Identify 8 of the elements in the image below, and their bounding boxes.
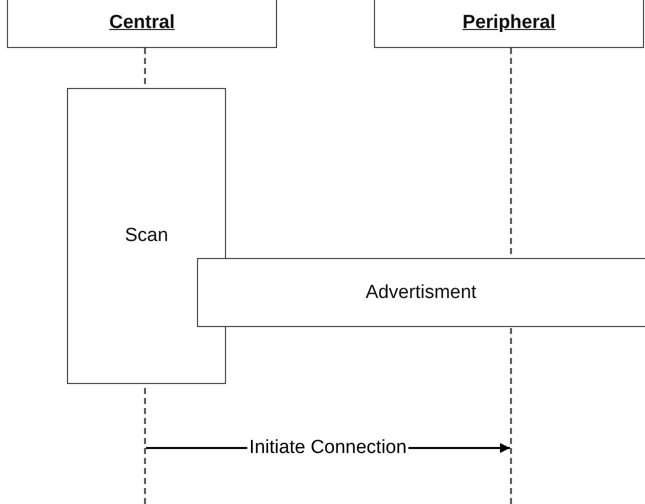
lifeline-header bbox=[374, 0, 644, 48]
node-label: Peripheral bbox=[462, 12, 556, 34]
node-label: Central bbox=[109, 12, 175, 34]
node-label: Advertisment bbox=[366, 282, 476, 304]
lifeline-header bbox=[7, 0, 277, 48]
node-label: Scan bbox=[124, 225, 168, 247]
activation-box bbox=[197, 258, 645, 327]
activation-box bbox=[67, 88, 226, 384]
